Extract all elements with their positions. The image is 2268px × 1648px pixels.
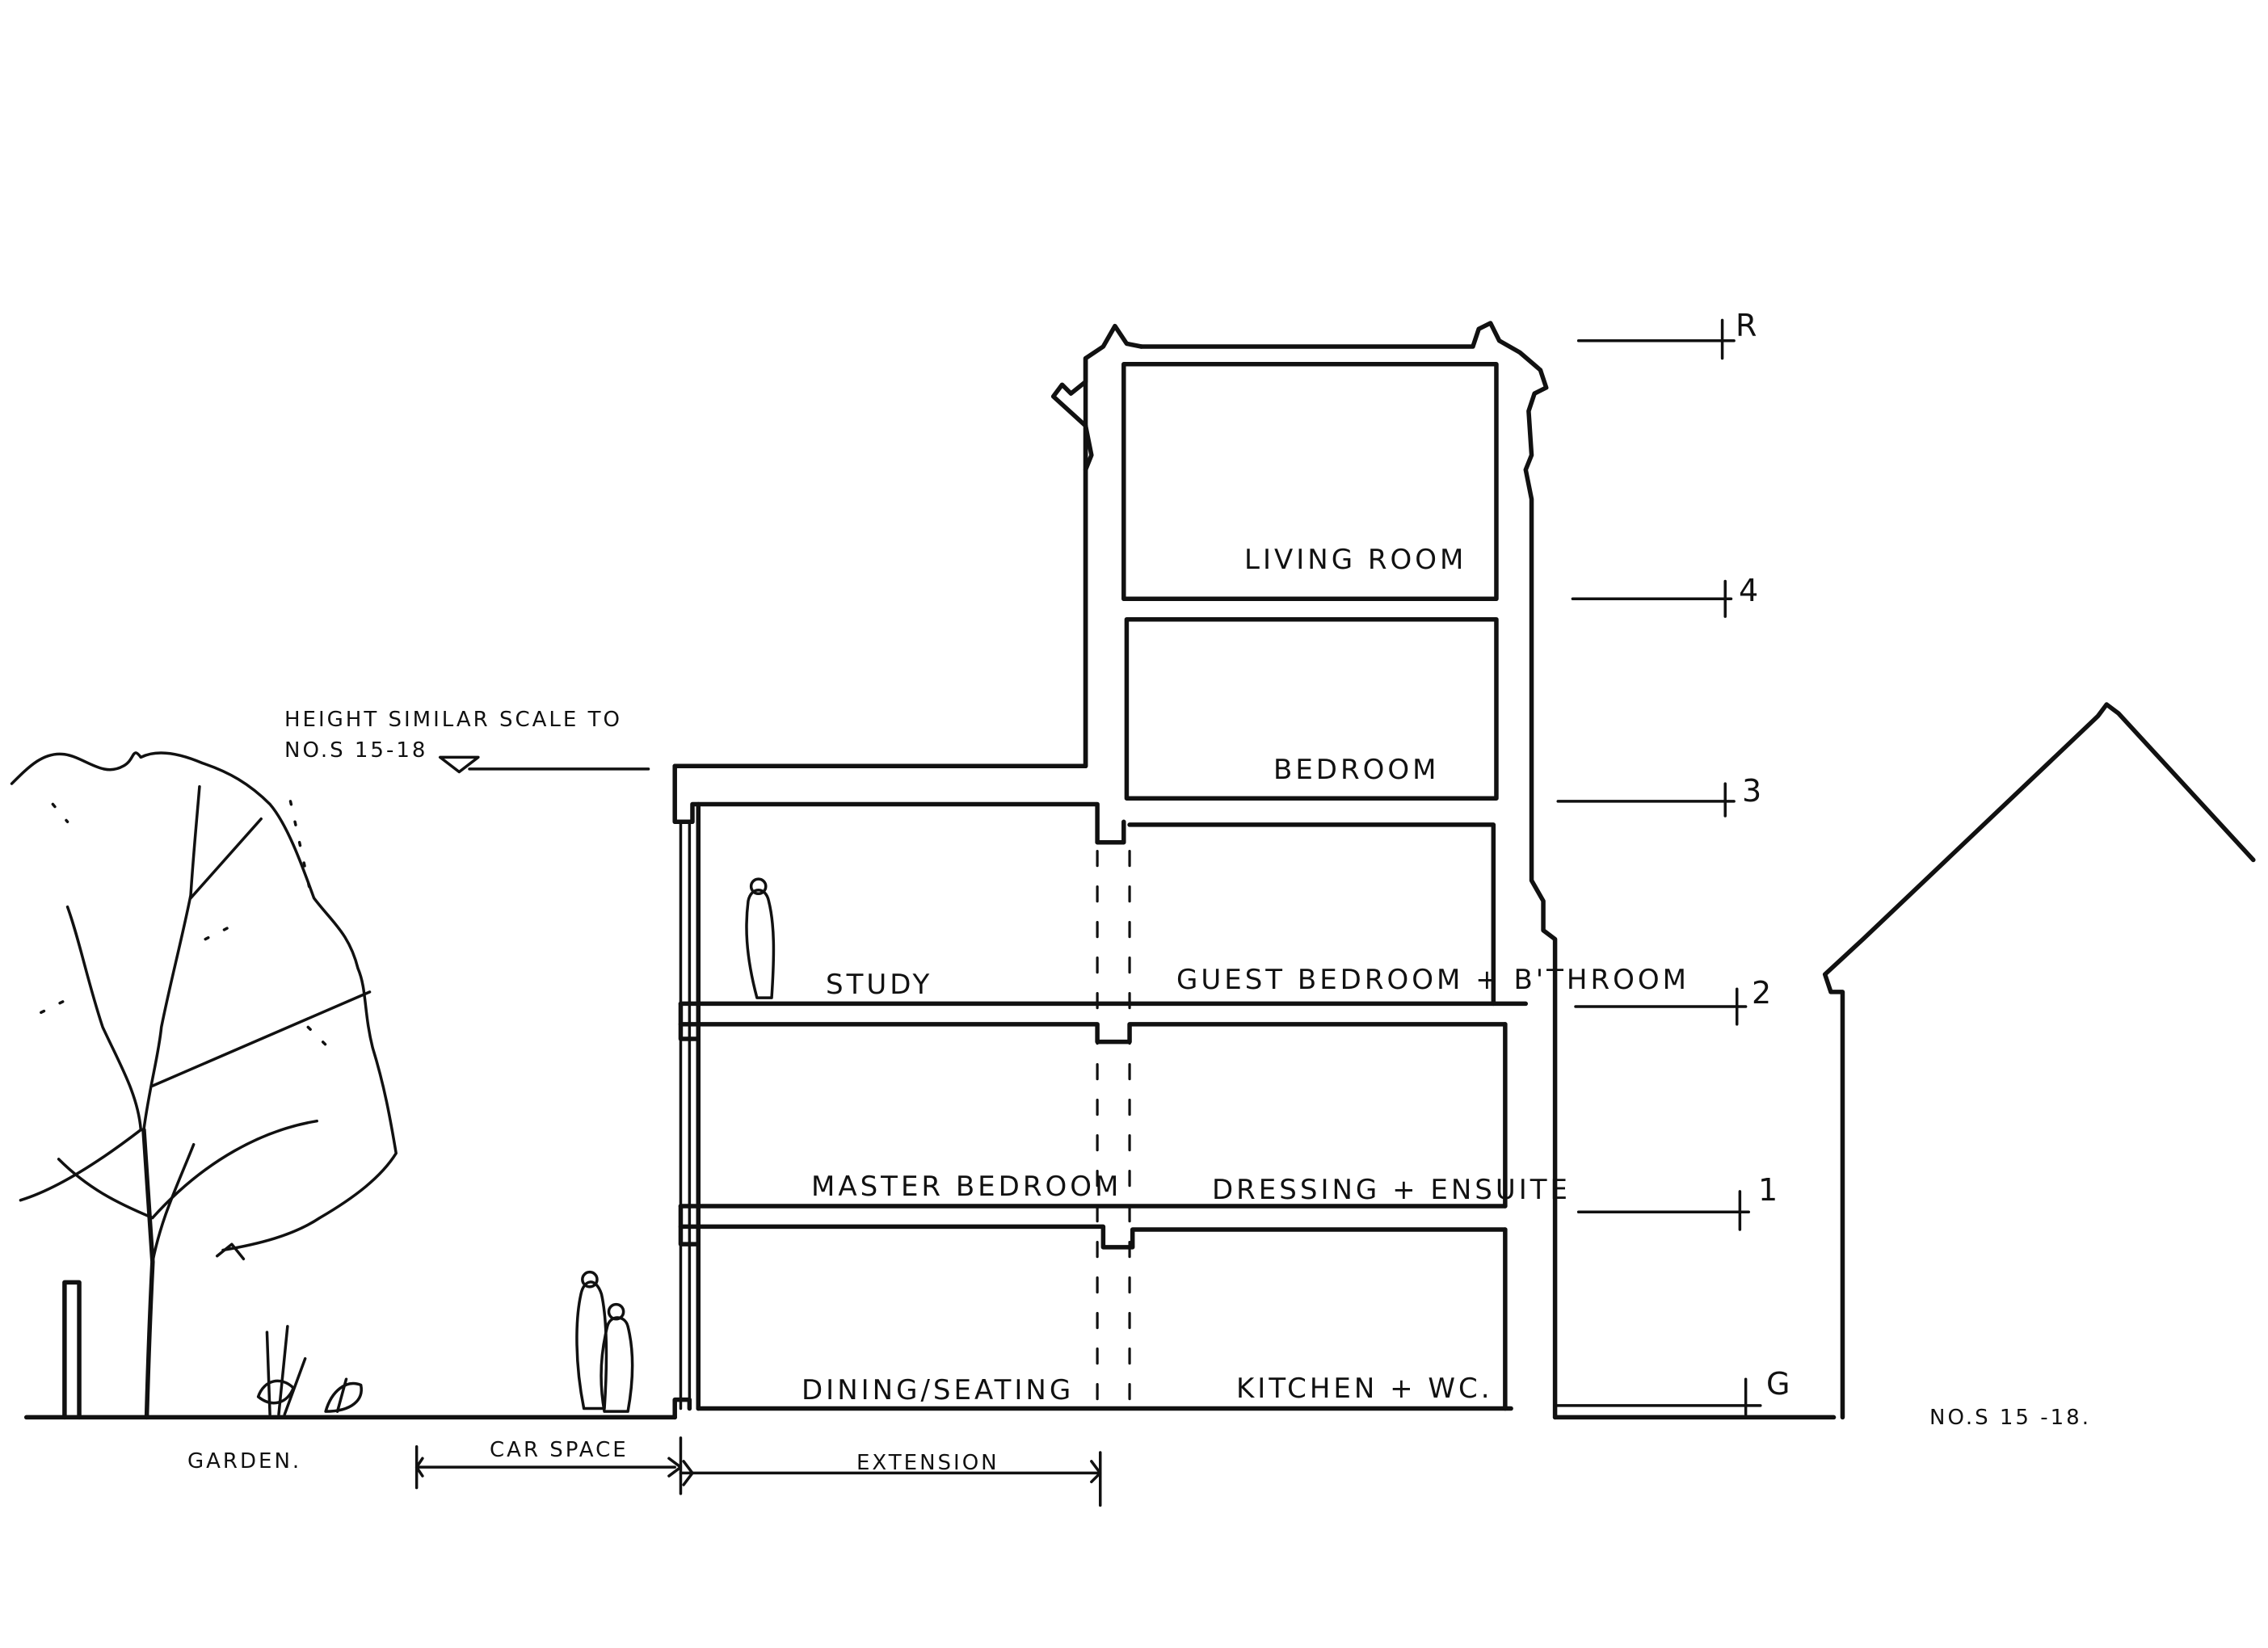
room-label-study: STUDY <box>826 969 933 1001</box>
level-markers <box>1558 320 1748 1414</box>
dimension-lines <box>417 1438 1100 1506</box>
room-label-living-room: LIVING ROOM <box>1244 544 1467 576</box>
zone-label-extension: EXTENSION <box>856 1451 999 1475</box>
ground-line <box>27 1406 1834 1418</box>
zone-label-garden: GARDEN. <box>187 1449 302 1474</box>
building-section <box>675 323 1555 1417</box>
neighbouring-house <box>1825 704 2253 1417</box>
height-note-line1: HEIGHT SIMILAR SCALE TO <box>284 708 622 732</box>
height-note-line2: NO.S 15-18 <box>284 738 428 763</box>
garden-wall <box>65 1282 79 1417</box>
level-label-ground: G <box>1766 1366 1790 1402</box>
neighbours-label: NO.S 15 -18. <box>1929 1406 2091 1430</box>
level-label-3: 3 <box>1742 773 1762 809</box>
level-label-1: 1 <box>1758 1172 1778 1208</box>
garden-plants <box>259 1326 362 1415</box>
garden-tree <box>12 753 397 1418</box>
room-label-dining: DINING/SEATING <box>802 1374 1075 1406</box>
people-figures <box>577 1272 633 1411</box>
room-label-kitchen: KITCHEN + WC. <box>1236 1373 1493 1405</box>
height-reference <box>440 757 649 771</box>
zone-label-car-space: CAR SPACE <box>490 1438 629 1462</box>
level-label-roof: R <box>1736 308 1757 343</box>
room-label-bedroom: BEDROOM <box>1273 754 1440 786</box>
room-label-master-bedroom: MASTER BEDROOM <box>811 1171 1122 1203</box>
level-label-4: 4 <box>1739 573 1759 608</box>
room-label-guest-bedroom: GUEST BEDROOM + B'THROOM <box>1176 964 1689 996</box>
level-label-2: 2 <box>1752 975 1772 1011</box>
room-label-dressing: DRESSING + ENSUITE <box>1212 1174 1572 1206</box>
study-person-figure <box>747 879 773 998</box>
